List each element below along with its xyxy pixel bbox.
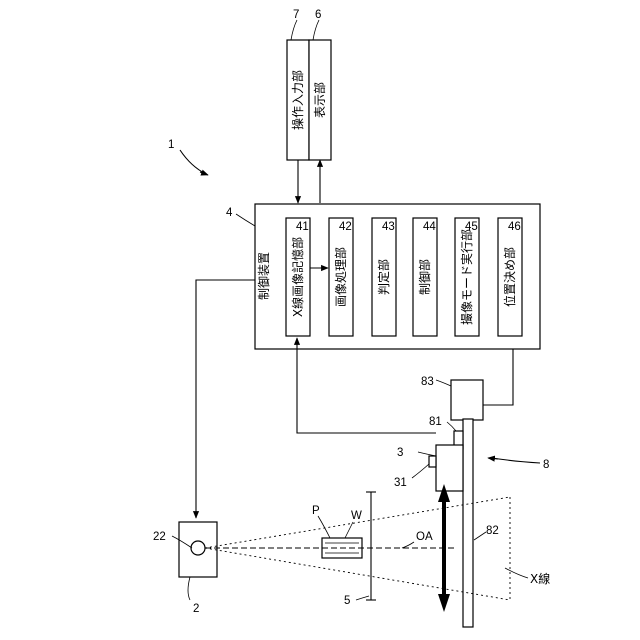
unit-43-box: 判定部 43 xyxy=(372,218,396,336)
unit-46-box: 位置決め部 46 xyxy=(498,218,522,336)
ref-3: 3 xyxy=(397,447,403,459)
leader-4 xyxy=(236,214,255,226)
ref-43: 43 xyxy=(382,221,395,233)
line-control-to-source xyxy=(196,280,255,518)
leader-xray xyxy=(505,568,528,578)
unit-45-box: 撮像モード実行部 45 xyxy=(455,218,479,336)
ref-4: 4 xyxy=(226,207,233,219)
leader-2 xyxy=(188,577,190,600)
leader-83 xyxy=(436,380,451,386)
camera-body xyxy=(429,445,463,491)
leader-w xyxy=(345,522,353,538)
unit-43-label: 判定部 xyxy=(376,259,391,295)
leader-81 xyxy=(447,422,456,431)
ref-81: 81 xyxy=(429,416,442,428)
ref-46: 46 xyxy=(508,221,521,233)
ref-31: 31 xyxy=(394,477,407,489)
stage-drive-box xyxy=(451,380,483,420)
stage-rail xyxy=(463,419,473,627)
ref-83: 83 xyxy=(421,376,434,388)
unit-44-label: 制御部 xyxy=(417,259,432,295)
leader-82 xyxy=(474,532,486,540)
ref-p: P xyxy=(312,505,320,517)
sample-w xyxy=(322,538,362,558)
unit-41-label: X線画像記憶部 xyxy=(290,237,305,317)
ref-82: 82 xyxy=(486,525,499,537)
ref-41: 41 xyxy=(296,221,309,233)
xray-label: X線 xyxy=(530,571,550,586)
unit-41-box: X線画像記憶部 41 xyxy=(286,218,310,336)
leader-p xyxy=(318,516,330,538)
ref-45: 45 xyxy=(465,221,478,233)
display-unit-box: 表示部 xyxy=(309,40,331,160)
leader-8 xyxy=(492,458,540,463)
ref-8: 8 xyxy=(543,459,549,471)
control-device-title: 制御装置 xyxy=(256,252,271,300)
ref-6: 6 xyxy=(315,9,321,21)
line-camera-to-control xyxy=(297,338,436,433)
movement-arrow-down xyxy=(438,594,450,612)
leader-5 xyxy=(356,596,369,600)
ref-7: 7 xyxy=(293,9,299,21)
display-unit-label: 表示部 xyxy=(312,82,327,118)
ref-oa: OA xyxy=(416,531,433,543)
leader-31 xyxy=(412,464,429,478)
leader-7 xyxy=(291,20,297,40)
ref-w: W xyxy=(351,510,362,522)
ref-5: 5 xyxy=(344,595,350,607)
input-unit-label: 操作入力部 xyxy=(290,70,305,130)
ref-2: 2 xyxy=(193,603,199,615)
input-unit-box: 操作入力部 xyxy=(287,40,309,160)
ref-1: 1 xyxy=(168,139,174,151)
ref-22: 22 xyxy=(153,531,166,543)
unit-42-label: 画像処理部 xyxy=(333,247,348,307)
unit-42-box: 画像処理部 42 xyxy=(329,218,353,336)
ref-42: 42 xyxy=(339,221,352,233)
unit-45-label: 撮像モード実行部 xyxy=(459,229,474,325)
leader-oa xyxy=(402,542,414,548)
leader-1 xyxy=(180,150,206,174)
leader-6 xyxy=(313,20,319,40)
unit-46-label: 位置決め部 xyxy=(502,247,517,307)
leader-3 xyxy=(418,452,436,456)
unit-44-box: 制御部 44 xyxy=(413,218,437,336)
ref-44: 44 xyxy=(423,221,436,233)
